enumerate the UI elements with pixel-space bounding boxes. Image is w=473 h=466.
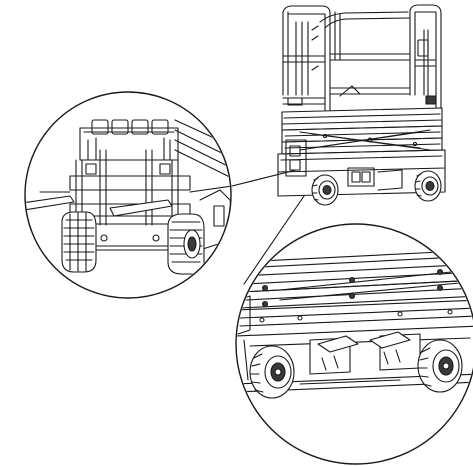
fork-pocket-plate-left (26, 196, 74, 212)
wheel-front-left (312, 175, 338, 205)
fork-pocket-plate-right (110, 200, 172, 216)
wheel-front-right (415, 171, 441, 201)
chassis (278, 140, 445, 196)
callout-line-left (232, 170, 296, 186)
fork-pocket-plate-right-b (370, 332, 410, 348)
detail-circle-right (236, 224, 473, 464)
guard-rail (283, 5, 441, 110)
fork-pocket-plate-right-a (318, 336, 358, 352)
callout-line-right (244, 196, 304, 284)
detail-circle-left (8, 92, 240, 298)
scissor-lift-main-view (232, 5, 445, 284)
